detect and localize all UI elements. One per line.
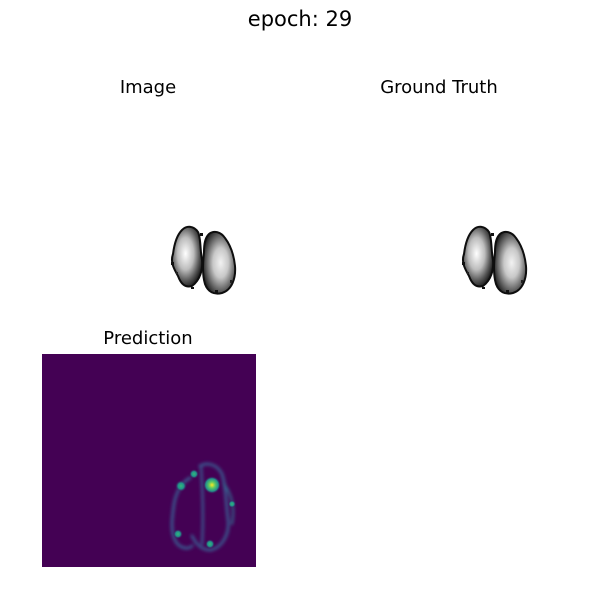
ground-truth-panel-title: Ground Truth <box>380 77 498 98</box>
ground-truth-panel <box>333 104 547 318</box>
figure-suptitle: epoch: 29 <box>247 7 353 31</box>
prediction-background <box>42 354 256 567</box>
prediction-panel <box>42 354 256 567</box>
prediction-hotspot <box>203 476 221 494</box>
input-image <box>170 225 237 295</box>
prediction-panel-title: Prediction <box>103 328 193 349</box>
image-panel-title: Image <box>119 77 177 98</box>
image-panel <box>42 104 256 318</box>
ground-truth-image <box>461 225 528 295</box>
prediction-heatmap <box>42 354 256 567</box>
